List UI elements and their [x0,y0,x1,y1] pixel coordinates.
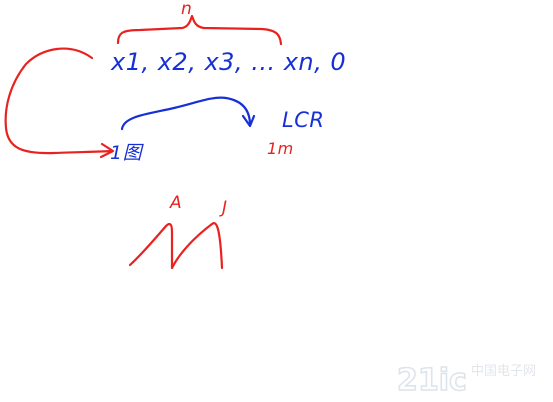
brace-label: n [181,0,192,19]
sequence-label: x1, x2, x3, ... xn, 0 [110,48,346,76]
box-right-label: 1m [267,139,294,158]
site-watermark-logo: 21ic 中国电子网 [396,362,536,396]
lcr-label: LCR [282,108,324,132]
red-loop-arrow [4,47,114,155]
watermark-chinese: 中国电子网 [471,364,536,379]
blue-arrowhead [241,114,256,128]
red-peak-stroke [128,222,224,270]
lower-mark-a: A [169,193,182,213]
watermark-brand: 21ic [397,363,467,396]
box-left-label: 1图 [110,142,145,164]
brace-stroke [116,14,283,46]
red-arrowhead [99,142,115,159]
blue-curve-arrow [120,96,252,131]
lower-mark-j: J [219,198,228,218]
